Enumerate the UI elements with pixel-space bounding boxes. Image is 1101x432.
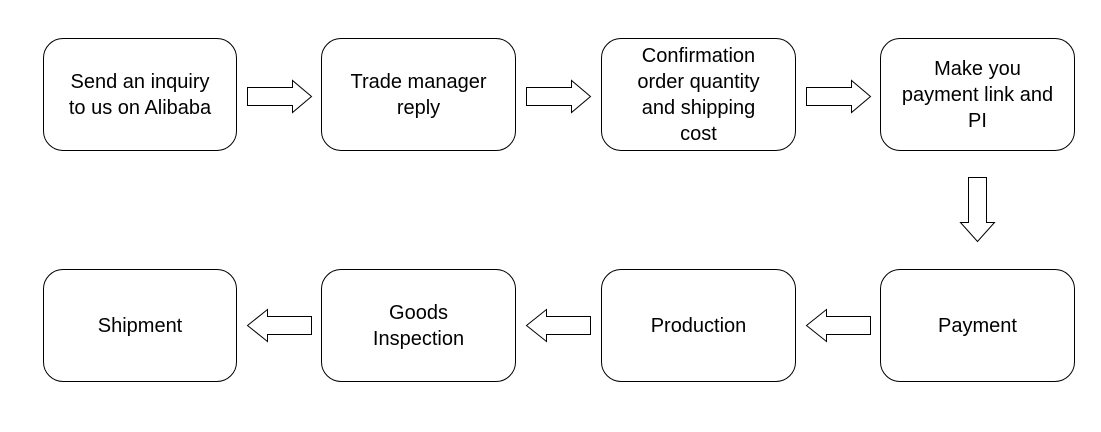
step-shipment: Shipment: [43, 269, 237, 382]
right-arrow-icon: [806, 79, 872, 114]
left-arrow-icon: [805, 308, 871, 343]
step-label: Send an inquiry to us on Alibaba: [68, 70, 212, 119]
step-confirmation: Confirmation order quantity and shipping…: [601, 38, 796, 151]
step-goods-inspection: Goods Inspection: [321, 269, 516, 382]
step-payment: Payment: [880, 269, 1075, 382]
step-payment-link: Make you payment link and PI: [880, 38, 1075, 151]
right-arrow-icon: [526, 79, 592, 114]
step-label: Trade manager reply: [350, 70, 487, 119]
step-label: Goods Inspection: [372, 301, 465, 350]
step-label: Payment: [938, 314, 1017, 337]
step-production: Production: [601, 269, 796, 382]
step-send-inquiry: Send an inquiry to us on Alibaba: [43, 38, 237, 151]
step-label: Make you payment link and PI: [901, 57, 1054, 132]
right-arrow-icon: [247, 79, 313, 114]
step-label: Confirmation order quantity and shipping…: [637, 44, 760, 145]
left-arrow-icon: [246, 308, 312, 343]
step-label: Shipment: [97, 314, 183, 337]
step-trade-manager-reply: Trade manager reply: [321, 38, 516, 151]
step-label: Production: [650, 314, 747, 337]
left-arrow-icon: [525, 308, 591, 343]
down-arrow-icon: [959, 177, 996, 243]
